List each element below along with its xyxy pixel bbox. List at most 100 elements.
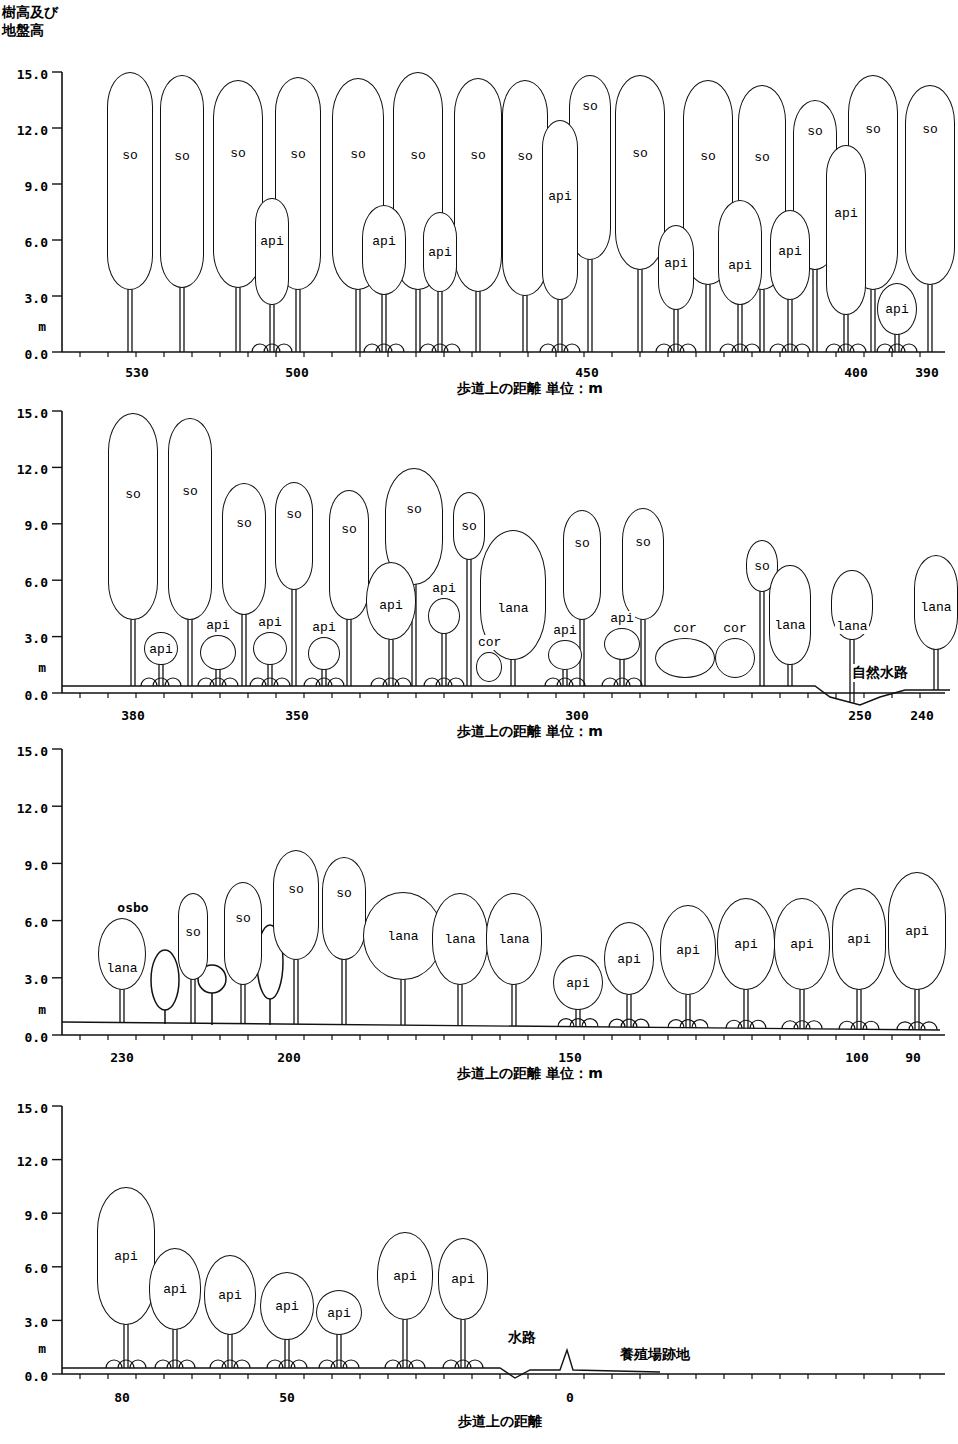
x-tick [331, 693, 332, 698]
axis-value: 3.0 [25, 1315, 48, 1330]
species-label: so [409, 148, 427, 163]
species-label: so [287, 882, 305, 897]
y-tick [52, 71, 62, 72]
trunk [803, 988, 804, 1029]
label-slot: 0.0 [25, 1367, 48, 1385]
x-axis [62, 1034, 945, 1036]
label-slot: m [38, 658, 46, 676]
x-tick [779, 1035, 780, 1040]
trunk [583, 618, 584, 686]
trunk [510, 658, 511, 686]
trunk [190, 978, 191, 1023]
trunk [119, 988, 120, 1023]
x-tick [751, 693, 752, 698]
tree-crown: lana [486, 893, 542, 985]
x-tick [667, 1035, 668, 1040]
label-slot: m [38, 1339, 46, 1357]
x-tick [891, 352, 892, 357]
x-tick [667, 693, 668, 698]
trunk [526, 294, 527, 352]
trunk [479, 290, 480, 352]
species-label: so [173, 149, 191, 164]
axis-value: 80 [114, 1390, 130, 1405]
axis-value: 12.0 [17, 462, 48, 477]
species-label: api [727, 258, 752, 273]
root-arc [328, 678, 344, 686]
x-tick [79, 693, 80, 698]
trunk [194, 978, 195, 1023]
label-slot: 0.0 [25, 345, 48, 363]
y-tick [52, 467, 62, 468]
species-label: api [148, 642, 173, 657]
species-label: so [516, 149, 534, 164]
tree-crown: api [308, 637, 340, 670]
axis-value: 6.0 [25, 575, 48, 590]
species-label: lana [835, 619, 868, 634]
x-tick [107, 1374, 108, 1379]
trunk [215, 668, 216, 686]
y-axis [61, 72, 63, 352]
trunk [437, 290, 438, 352]
trunk [179, 286, 180, 352]
species-label: so [124, 487, 142, 502]
species-label: api [205, 618, 230, 633]
tree-crown: so [453, 492, 485, 560]
trunk [579, 1008, 580, 1027]
label-slot: 15.0 [17, 742, 48, 760]
x-tick [863, 352, 864, 357]
species-label: lana [386, 929, 419, 944]
trunk [240, 983, 241, 1024]
tree-crown: lana [432, 893, 488, 985]
root-arc [448, 678, 464, 686]
species-label: lana [105, 961, 138, 976]
x-tick [919, 1374, 920, 1379]
species-label: so [460, 519, 478, 534]
x-tick [359, 693, 360, 698]
tree-crown: so [160, 75, 204, 288]
x-tick [359, 1035, 360, 1040]
label-slot: 歩道上の距離 単位：m [457, 1064, 602, 1083]
trunk [933, 648, 934, 690]
label-slot: 9.0 [25, 177, 48, 195]
x-tick [415, 1374, 416, 1379]
x-tick [863, 693, 864, 698]
tree-crown: so [322, 857, 366, 960]
label-slot: 歩道上の距離 単位：m [457, 379, 602, 398]
trunk [515, 983, 516, 1026]
x-tick [835, 693, 836, 698]
y-tick [52, 1266, 62, 1267]
axis-value: m [38, 1002, 46, 1017]
trunk [931, 283, 932, 352]
x-tick [387, 1374, 388, 1379]
trunk [630, 993, 631, 1027]
tree-crown: so [615, 75, 665, 270]
x-tick [387, 352, 388, 357]
y-tick [52, 351, 62, 352]
trunk [235, 286, 236, 352]
tree-crown: api [366, 562, 416, 640]
trunk [562, 668, 563, 686]
tree-crown: api [316, 1290, 362, 1335]
axis-value: 400 [844, 365, 867, 380]
x-tick [247, 1374, 248, 1379]
species-label: api [274, 1299, 299, 1314]
axis-value: osbo [117, 900, 148, 915]
x-tick [163, 693, 164, 698]
trunk [898, 333, 899, 352]
x-tick [443, 352, 444, 357]
x-tick [247, 693, 248, 698]
x-tick [443, 1374, 444, 1379]
label-slot: 0 [566, 1388, 574, 1406]
trunk [239, 286, 240, 352]
small-crown [151, 950, 179, 1010]
tree-crown: so [108, 413, 158, 620]
tree-crown: so [222, 483, 266, 615]
species-label: cor [722, 621, 747, 636]
label-slot: 水路 [508, 1328, 536, 1347]
axis-value: 6.0 [25, 235, 48, 250]
tree-crown: api [97, 1187, 155, 1325]
tree-crown: api [548, 640, 582, 670]
label-slot: 12.0 [17, 460, 48, 478]
trunk [914, 988, 915, 1030]
